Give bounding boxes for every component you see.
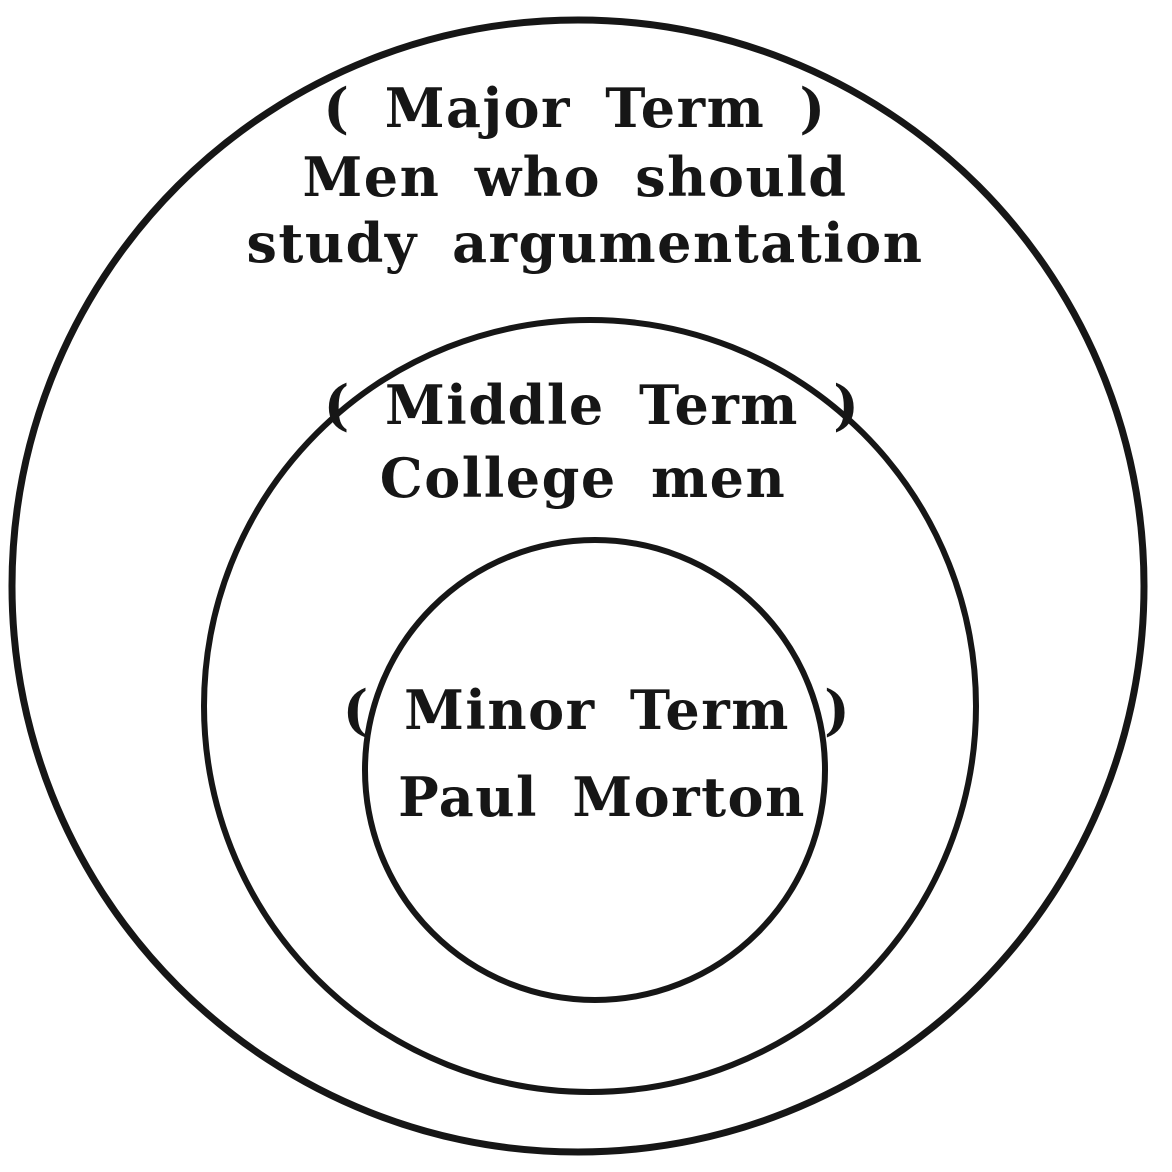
middle-term-caption: ( Middle Term ) xyxy=(324,373,861,437)
minor-term-caption: ( Minor Term ) xyxy=(343,678,851,742)
major-term-label-line1: Men who should xyxy=(303,145,848,209)
major-term-label-line2: study argumentation xyxy=(247,211,924,275)
middle-circle-middle-term xyxy=(201,317,979,1095)
outer-circle-major-term xyxy=(8,16,1148,1156)
middle-term-label: College men xyxy=(380,446,787,510)
major-term-caption: ( Major Term ) xyxy=(323,76,826,140)
minor-term-label: Paul Morton xyxy=(398,765,806,829)
inner-circle-minor-term xyxy=(362,537,828,1003)
